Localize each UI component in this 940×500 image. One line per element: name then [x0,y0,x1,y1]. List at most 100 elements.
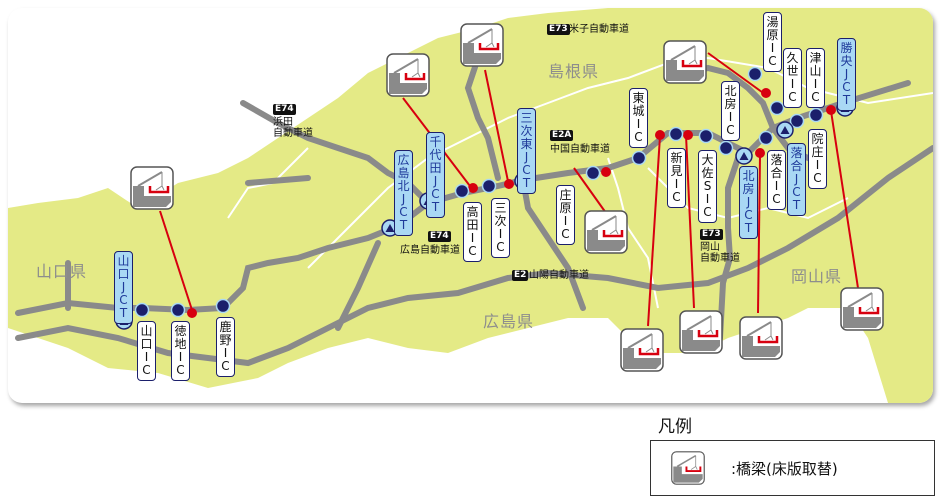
char: I [178,350,183,364]
bridge-deck-replacement-icon[interactable] [386,53,430,97]
char: 高 [466,205,479,219]
bridge-deck-replacement-icon[interactable] [584,210,628,254]
char: I [498,227,503,241]
char: C [176,363,185,377]
ic-markers [134,66,824,318]
expressway-network [15,25,933,367]
char: 落 [770,153,783,167]
char: C [561,227,570,241]
char: C [744,208,753,222]
char: 庄 [811,145,824,159]
legend-title: 凡例 [658,417,692,437]
char: J [746,195,751,209]
char: 北 [742,169,755,183]
char: T [744,221,753,235]
char: 田 [429,161,442,175]
char: J [433,174,438,188]
char: I [813,77,818,91]
char: C [468,244,477,258]
char: I [790,77,795,91]
road-badge-e74-hamada: E74 [273,104,296,115]
char: 世 [786,64,799,78]
char: J [524,150,529,164]
char: 久 [786,51,799,65]
char: 北 [397,179,410,193]
char: 広 [397,153,410,167]
char: 新 [670,151,683,165]
char: C [811,90,820,104]
char: I [636,117,641,131]
char: 落 [790,146,803,160]
char: I [144,350,149,364]
bridge-deck-replacement-icon [671,451,705,485]
bridge-deck-replacement-icon[interactable] [130,166,174,210]
road-badge-e2: E2 [512,270,529,281]
road-name-line: 自動車道 [700,253,740,264]
char: 城 [632,104,645,118]
road-name-sanyo: 山陽自動車道 [529,270,589,281]
char: 口 [140,337,153,351]
char: 千 [429,135,442,149]
char: 東 [520,137,533,151]
char: 地 [174,337,187,351]
char: C [221,359,230,373]
char: C [399,205,408,219]
legend-box: :橋梁(床版取替) [650,440,935,496]
road-badge-e2a: E2A [550,130,574,141]
bridge-deck-replacement-icon[interactable] [840,287,884,331]
char: 田 [466,218,479,232]
prefecture-label-yamaguchi: 山口県 [36,262,88,281]
legend-item-label: :橋梁(床版取替) [731,460,838,478]
road-badge-e73-okayama: E73 [700,229,723,240]
char: C [522,163,531,177]
char: 津 [809,51,822,65]
char: I [815,158,820,172]
bridge-leader-lines [159,52,859,327]
bridge-deck-replacement-icon[interactable] [739,316,783,360]
char: J [794,172,799,186]
char: 次 [494,214,507,228]
road-name-line: 岡山 [700,242,720,253]
char: 三 [494,201,507,215]
char: 代 [429,148,442,162]
bridge-deck-replacement-icon[interactable] [620,328,664,372]
road-name-line: 自動車道 [273,128,313,139]
char: 次 [520,124,533,138]
bridge-deck-replacement-icon[interactable] [679,310,723,354]
char: C [842,80,851,94]
prefecture-label-hiroshima: 広島県 [483,312,535,331]
char: 房 [742,182,755,196]
map-panel: 山口県 島根県 広島県 岡山県 E74 浜田 自動車道 E2A 中国自動車道 E… [8,8,933,403]
char: 大 [701,153,714,167]
char: C [726,123,735,137]
char: I [774,179,779,193]
road-name-chugoku: 中国自動車道 [550,144,610,155]
char: C [142,363,151,377]
bridge-deck-replacement-icon[interactable] [460,23,504,67]
char: C [813,171,822,185]
char: J [844,67,849,81]
bridge-deck-replacement-icon[interactable] [663,40,707,84]
